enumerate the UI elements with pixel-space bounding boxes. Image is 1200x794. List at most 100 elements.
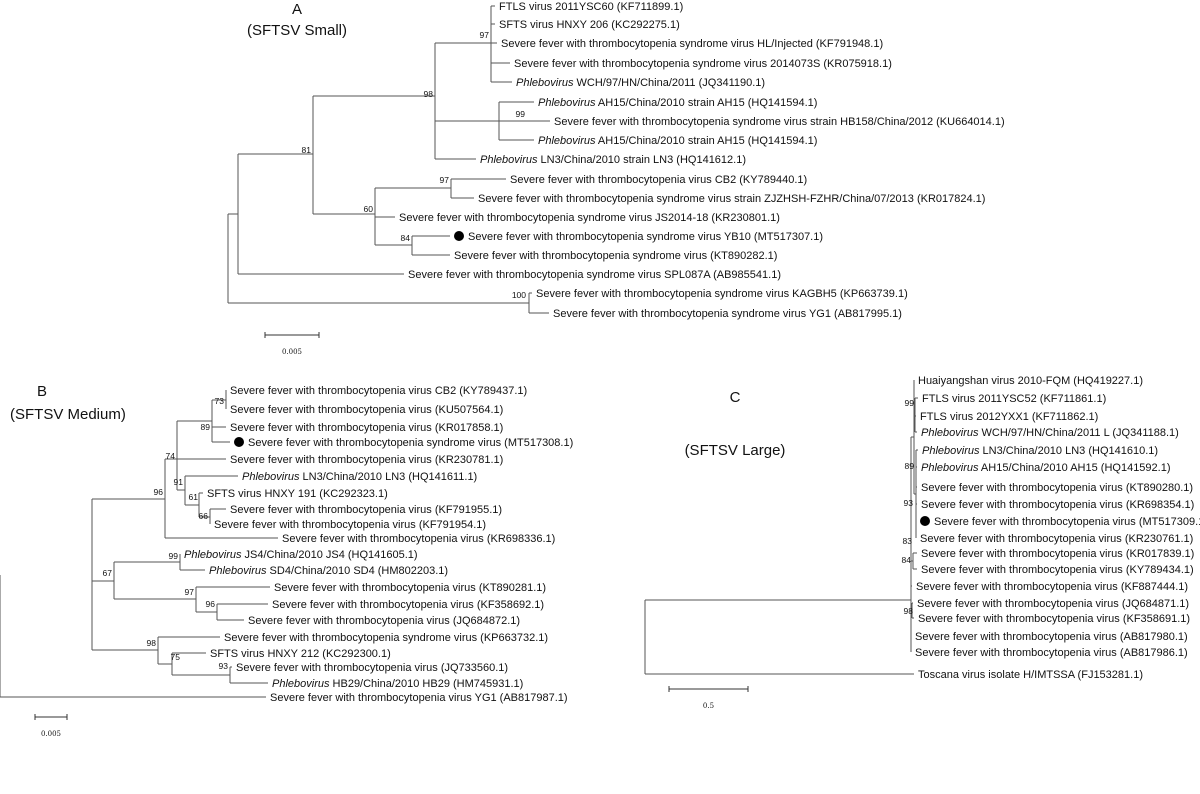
taxon-label: Severe fever with thrombocytopenia syndr… bbox=[514, 58, 892, 70]
taxon-label: Phlebovirus AH15/China/2010 strain AH15 … bbox=[538, 135, 817, 147]
genus-name: Phlebovirus bbox=[921, 427, 979, 439]
taxon-label: Severe fever with thrombocytopenia syndr… bbox=[248, 437, 573, 449]
bootstrap-value: 93 bbox=[219, 661, 229, 671]
taxon-label: Severe fever with thrombocytopenia virus… bbox=[282, 533, 555, 545]
taxon-label: Severe fever with thrombocytopenia virus… bbox=[214, 519, 486, 531]
bootstrap-value: 96 bbox=[206, 599, 216, 609]
taxon-label: Severe fever with thrombocytopenia syndr… bbox=[478, 193, 985, 205]
bootstrap-value: 81 bbox=[302, 145, 312, 155]
taxon-label: Severe fever with thrombocytopenia virus… bbox=[921, 548, 1194, 560]
taxon-label: Phlebovirus SD4/China/2010 SD4 (HM802203… bbox=[209, 565, 448, 577]
bootstrap-value: 89 bbox=[201, 422, 211, 432]
taxon-label: Phlebovirus LN3/China/2010 LN3 (HQ141610… bbox=[922, 445, 1158, 457]
taxon-label: Severe fever with thrombocytopenia syndr… bbox=[536, 288, 908, 300]
taxon-label: Severe fever with thrombocytopenia syndr… bbox=[554, 116, 1005, 128]
bootstrap-value: 98 bbox=[147, 638, 157, 648]
panel-letter: A bbox=[292, 1, 302, 18]
bootstrap-value: 98 bbox=[424, 89, 434, 99]
taxon-label: Phlebovirus JS4/China/2010 JS4 (HQ141605… bbox=[184, 549, 418, 561]
taxon-label: Severe fever with thrombocytopenia virus… bbox=[272, 599, 544, 611]
genus-name: Phlebovirus bbox=[538, 97, 596, 109]
genus-name: Phlebovirus bbox=[209, 565, 267, 577]
taxon-label: SFTS virus HNXY 212 (KC292300.1) bbox=[210, 648, 391, 660]
bootstrap-value: 89 bbox=[905, 461, 915, 471]
panel-letter: B bbox=[37, 383, 47, 400]
taxon-label: Severe fever with thrombocytopenia syndr… bbox=[408, 269, 781, 281]
taxon-label: Severe fever with thrombocytopenia virus… bbox=[916, 581, 1188, 593]
taxon-label: FTLS virus 2012YXX1 (KF711862.1) bbox=[920, 411, 1098, 423]
taxon-label: Severe fever with thrombocytopenia virus… bbox=[248, 615, 520, 627]
genus-name: Phlebovirus bbox=[516, 77, 574, 89]
taxon-label: Severe fever with thrombocytopenia virus… bbox=[230, 385, 527, 397]
taxon-label: Severe fever with thrombocytopenia virus… bbox=[934, 516, 1200, 528]
taxon-label: SFTS virus HNXY 191 (KC292323.1) bbox=[207, 488, 388, 500]
bootstrap-value: 74 bbox=[166, 451, 176, 461]
study-sequence-marker bbox=[234, 437, 244, 447]
tree-panel-b: B (SFTSV Medium) Severe fever with thrombo… bbox=[0, 383, 573, 738]
bootstrap-value: 98 bbox=[904, 606, 914, 616]
bootstrap-value: 66 bbox=[199, 511, 209, 521]
bootstrap-value: 97 bbox=[185, 587, 195, 597]
taxon-label: Toscana virus isolate H/IMTSSA (FJ153281… bbox=[918, 669, 1143, 681]
taxon-label: Severe fever with thrombocytopenia virus… bbox=[915, 631, 1188, 643]
bootstrap-value: 93 bbox=[904, 498, 914, 508]
bootstrap-value: 97 bbox=[480, 30, 490, 40]
bootstrap-value: 84 bbox=[902, 555, 912, 565]
taxon-label: Severe fever with thrombocytopenia syndr… bbox=[224, 632, 548, 644]
scale-bar-label: 0.005 bbox=[41, 730, 61, 738]
taxon-label: Severe fever with thrombocytopenia syndr… bbox=[501, 38, 883, 50]
taxon-label: Severe fever with thrombocytopenia syndr… bbox=[454, 250, 777, 262]
bootstrap-value: 97 bbox=[440, 175, 450, 185]
taxon-label: Severe fever with thrombocytopenia virus… bbox=[270, 692, 568, 704]
taxon-label: Severe fever with thrombocytopenia virus… bbox=[918, 613, 1190, 625]
genus-name: Phlebovirus bbox=[921, 462, 979, 474]
taxon-label: Severe fever with thrombocytopenia virus… bbox=[920, 533, 1193, 545]
genus-name: Phlebovirus bbox=[242, 471, 300, 483]
tree-panel-a: A (SFTSV Small) FTLS virus 2011YSC60 (KF71… bbox=[227, 1, 1005, 356]
taxon-label: Severe fever with thrombocytopenia virus… bbox=[510, 174, 807, 186]
taxon-label: Severe fever with thrombocytopenia virus… bbox=[917, 598, 1189, 610]
taxon-label: Phlebovirus HB29/China/2010 HB29 (HM7459… bbox=[272, 678, 523, 690]
panel-subtitle: (SFTSV Large) bbox=[685, 442, 786, 459]
study-sequence-marker bbox=[920, 516, 930, 526]
bootstrap-value: 60 bbox=[364, 204, 374, 214]
taxon-label: Severe fever with thrombocytopenia virus… bbox=[236, 662, 508, 674]
panel-subtitle: (SFTSV Small) bbox=[247, 22, 347, 39]
taxon-label: Severe fever with thrombocytopenia virus… bbox=[921, 499, 1194, 511]
taxon-label: Phlebovirus LN3/China/2010 strain LN3 (H… bbox=[480, 154, 746, 166]
panel-subtitle: (SFTSV Medium) bbox=[10, 406, 126, 423]
taxon-label: Severe fever with thrombocytopenia syndr… bbox=[553, 308, 902, 320]
bootstrap-value: 100 bbox=[512, 290, 526, 300]
genus-name: Phlebovirus bbox=[538, 135, 596, 147]
genus-name: Phlebovirus bbox=[480, 154, 538, 166]
scale-bar-label: 0.005 bbox=[282, 348, 302, 356]
taxon-label: Phlebovirus AH15/China/2010 AH15 (HQ1415… bbox=[921, 462, 1171, 474]
bootstrap-value: 75 bbox=[171, 652, 181, 662]
bootstrap-value: 67 bbox=[103, 568, 113, 578]
taxon-label: Severe fever with thrombocytopenia virus… bbox=[274, 582, 546, 594]
taxon-label: Severe fever with thrombocytopenia virus… bbox=[230, 404, 503, 416]
taxon-label: FTLS virus 2011YSC60 (KF711899.1) bbox=[499, 1, 683, 13]
bootstrap-value: 96 bbox=[154, 487, 164, 497]
taxon-label: Severe fever with thrombocytopenia virus… bbox=[230, 454, 503, 466]
taxon-label: Severe fever with thrombocytopenia virus… bbox=[230, 504, 502, 516]
bootstrap-value: 83 bbox=[903, 536, 913, 546]
bootstrap-value: 61 bbox=[189, 492, 199, 502]
taxon-label: FTLS virus 2011YSC52 (KF711861.1) bbox=[922, 393, 1106, 405]
taxon-label: Huaiyangshan virus 2010-FQM (HQ419227.1) bbox=[918, 375, 1143, 387]
study-sequence-marker bbox=[454, 231, 464, 241]
bootstrap-value: 99 bbox=[169, 551, 179, 561]
taxon-label: Phlebovirus WCH/97/HN/China/2011 L (JQ34… bbox=[921, 427, 1179, 439]
taxon-label: SFTS virus HNXY 206 (KC292275.1) bbox=[499, 19, 680, 31]
bootstrap-value: 91 bbox=[174, 477, 184, 487]
taxon-label: Severe fever with thrombocytopenia virus… bbox=[921, 564, 1194, 576]
bootstrap-value: 99 bbox=[516, 109, 526, 119]
bootstrap-value: 99 bbox=[905, 398, 915, 408]
genus-name: Phlebovirus bbox=[272, 678, 330, 690]
taxon-label: Phlebovirus LN3/China/2010 LN3 (HQ141611… bbox=[242, 471, 477, 483]
genus-name: Phlebovirus bbox=[184, 549, 242, 561]
taxon-label: Phlebovirus WCH/97/HN/China/2011 (JQ3411… bbox=[516, 77, 765, 89]
bootstrap-value: 73 bbox=[215, 396, 225, 406]
taxon-label: Severe fever with thrombocytopenia virus… bbox=[921, 482, 1193, 494]
